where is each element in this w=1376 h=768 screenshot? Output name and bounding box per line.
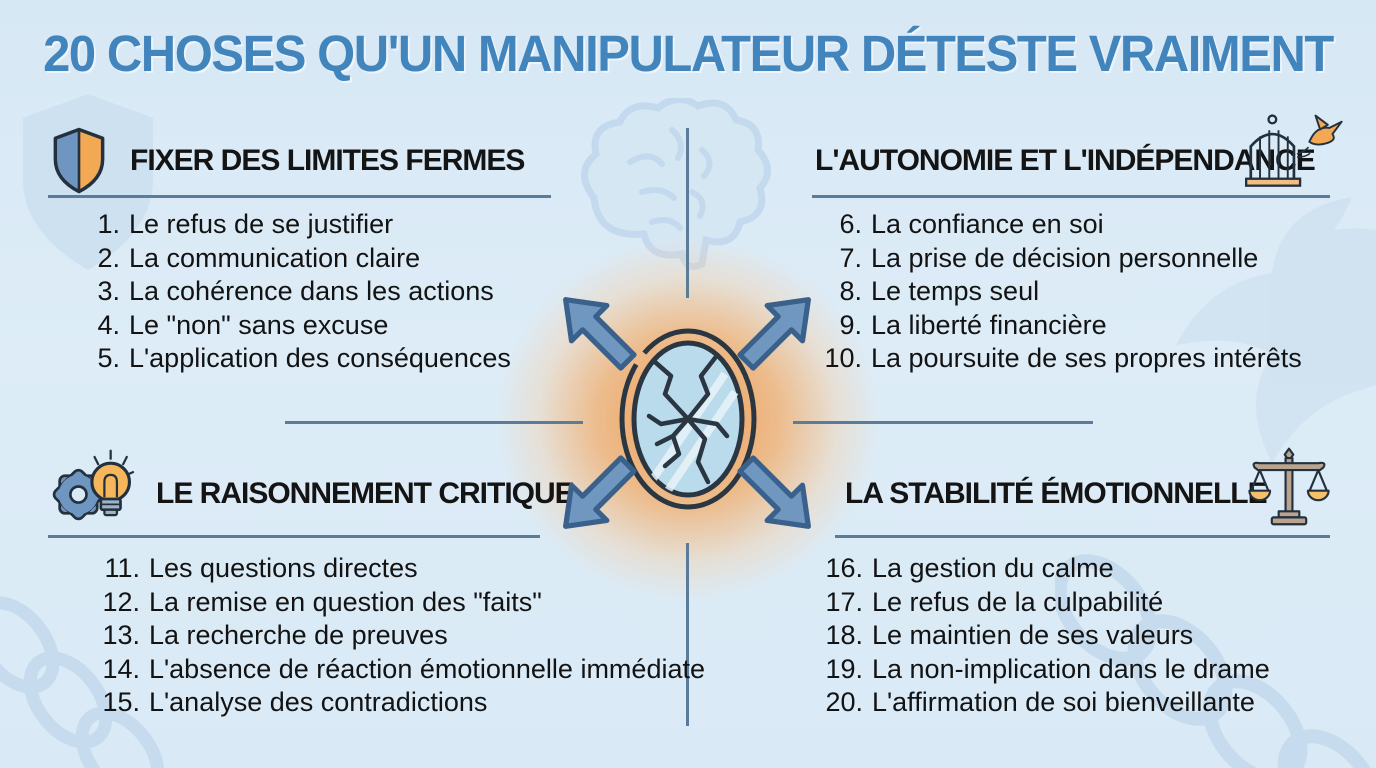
- item-number: 10.: [824, 343, 862, 373]
- section-stabilite-emotionnelle: LA STABILITÉ ÉMOTIONNELLE 16.La g: [825, 447, 1330, 720]
- item-text: Le refus de se justifier: [129, 209, 394, 239]
- divider-vertical-bottom: [686, 543, 689, 726]
- item-number: 18.: [825, 620, 863, 650]
- list-item: 5. L'application des conséquences: [48, 342, 551, 376]
- list-item: 12. La remise en question des "faits": [74, 586, 542, 620]
- item-number: 19.: [825, 653, 863, 684]
- item-text: L'application des conséquences: [129, 343, 511, 373]
- item-text: La confiance en soi: [871, 209, 1104, 239]
- section-header: FIXER DES LIMITES FERMES: [48, 126, 551, 198]
- list-item: 16. La gestion du calme: [813, 552, 1330, 586]
- item-number: 12.: [102, 586, 140, 617]
- birdcage-open-icon: [1240, 112, 1344, 190]
- list-item: 11. Les questions directes: [74, 552, 540, 586]
- arrow-up-right-icon: [737, 297, 811, 371]
- shield-icon: [48, 126, 110, 196]
- list-item: 14. L'absence de réaction émotionnelle im…: [74, 653, 705, 687]
- items-list-16-20: 16. La gestion du calme 17. Le refus de la …: [813, 552, 1330, 720]
- item-number: 14.: [102, 653, 140, 684]
- item-text: Le maintien de ses valeurs: [872, 620, 1194, 650]
- item-number: 15.: [102, 687, 140, 717]
- divider-horizontal-left: [285, 421, 583, 424]
- item-number: 7.: [839, 242, 862, 273]
- item-number: 11.: [104, 553, 140, 583]
- items-list-1-5: 1. Le refus de se justifier 2. La communica…: [48, 208, 551, 376]
- item-text: L'affirmation de soi bienveillante: [872, 687, 1255, 717]
- item-number: 6.: [839, 209, 862, 239]
- list-item: 20. L'affirmation de soi bienveillante: [813, 686, 1330, 720]
- list-item: 4. Le "non" sans excuse: [48, 309, 551, 343]
- section-header: L'AUTONOMIE ET L'INDÉPENDANCE: [812, 114, 1343, 198]
- item-number: 8.: [839, 276, 862, 306]
- item-number: 20.: [825, 687, 863, 717]
- item-number: 17.: [825, 586, 863, 617]
- cracked-mirror-icon: [619, 328, 757, 510]
- item-number: 4.: [97, 309, 120, 340]
- list-item: 8. Le temps seul: [812, 275, 1330, 309]
- list-item: 13. La recherche de preuves: [74, 619, 540, 653]
- item-text: La communication claire: [129, 242, 421, 273]
- list-item: 19. La non-implication dans le drame: [813, 653, 1330, 687]
- list-item: 17. Le refus de la culpabilité: [813, 586, 1330, 620]
- list-item: 1. Le refus de se justifier: [48, 208, 551, 242]
- item-text: L'absence de réaction émotionnelle imméd…: [149, 653, 705, 684]
- section-raisonnement-critique: LE RAISONNEMENT CRITIQUE 11. Les question…: [48, 449, 705, 720]
- divider-vertical-top: [686, 128, 689, 298]
- divider-horizontal-right: [793, 421, 1093, 424]
- item-number: 1.: [97, 209, 120, 239]
- section-title: L'AUTONOMIE ET L'INDÉPENDANCE: [815, 143, 1316, 177]
- item-number: 9.: [839, 309, 862, 340]
- item-text: La poursuite de ses propres intérêts: [871, 343, 1302, 373]
- item-text: Les questions directes: [149, 553, 418, 583]
- item-text: La gestion du calme: [872, 553, 1114, 583]
- item-text: Le refus de la culpabilité: [872, 586, 1164, 617]
- section-header: LA STABILITÉ ÉMOTIONNELLE: [835, 447, 1330, 538]
- list-item: 3. La cohérence dans les actions: [48, 275, 551, 309]
- items-list-11-15: 11. Les questions directes 12. La remise en…: [74, 552, 705, 720]
- item-text: La cohérence dans les actions: [129, 276, 494, 306]
- section-title: FIXER DES LIMITES FERMES: [130, 143, 525, 177]
- dove-watermark: [1176, 197, 1376, 463]
- item-number: 2.: [97, 242, 120, 273]
- chain-watermark-left: [0, 596, 165, 768]
- item-text: La recherche de preuves: [149, 620, 448, 650]
- list-item: 10. La poursuite de ses propres intérêts: [812, 342, 1330, 376]
- list-item: 2. La communication claire: [48, 242, 551, 276]
- list-item: 15. L'analyse des contradictions: [74, 686, 540, 720]
- items-list-6-10: 6. La confiance en soi 7. La prise de décis…: [812, 208, 1330, 376]
- arrow-down-left-icon: [563, 455, 637, 529]
- item-text: L'analyse des contradictions: [149, 687, 488, 717]
- list-item: 9. La liberté financière: [812, 309, 1330, 343]
- gear-lightbulb-icon: [48, 448, 142, 533]
- arrow-down-right-icon: [737, 455, 811, 529]
- item-text: La prise de décision personnelle: [871, 242, 1259, 273]
- item-text: La non-implication dans le drame: [872, 653, 1270, 684]
- balance-scales-icon: [1246, 446, 1332, 532]
- item-text: Le temps seul: [871, 276, 1040, 306]
- section-title: LE RAISONNEMENT CRITIQUE: [156, 476, 575, 510]
- item-text: Le "non" sans excuse: [129, 309, 389, 340]
- item-text: La remise en question des "faits": [149, 586, 542, 617]
- list-item: 7. La prise de décision personnelle: [812, 242, 1330, 276]
- item-number: 5.: [97, 343, 120, 373]
- item-number: 16.: [825, 553, 863, 583]
- item-number: 13.: [102, 620, 140, 650]
- arrow-up-left-icon: [563, 297, 637, 371]
- list-item: 6. La confiance en soi: [812, 208, 1330, 242]
- section-header: LE RAISONNEMENT CRITIQUE: [48, 449, 575, 538]
- item-text: La liberté financière: [871, 309, 1107, 340]
- chain-watermark-right: [1055, 554, 1376, 768]
- section-limites-fermes: FIXER DES LIMITES FERMES 1. Le refus de s…: [48, 126, 551, 376]
- section-title: LA STABILITÉ ÉMOTIONNELLE: [845, 476, 1268, 510]
- item-number: 3.: [97, 276, 120, 306]
- page-title: 20 CHOSES QU'UN MANIPULATEUR DÉTESTE VRA…: [43, 25, 1334, 82]
- list-item: 18. Le maintien de ses valeurs: [813, 619, 1330, 653]
- section-autonomie: L'AUTONOMIE ET L'INDÉPENDANCE 6. La confi…: [812, 114, 1343, 376]
